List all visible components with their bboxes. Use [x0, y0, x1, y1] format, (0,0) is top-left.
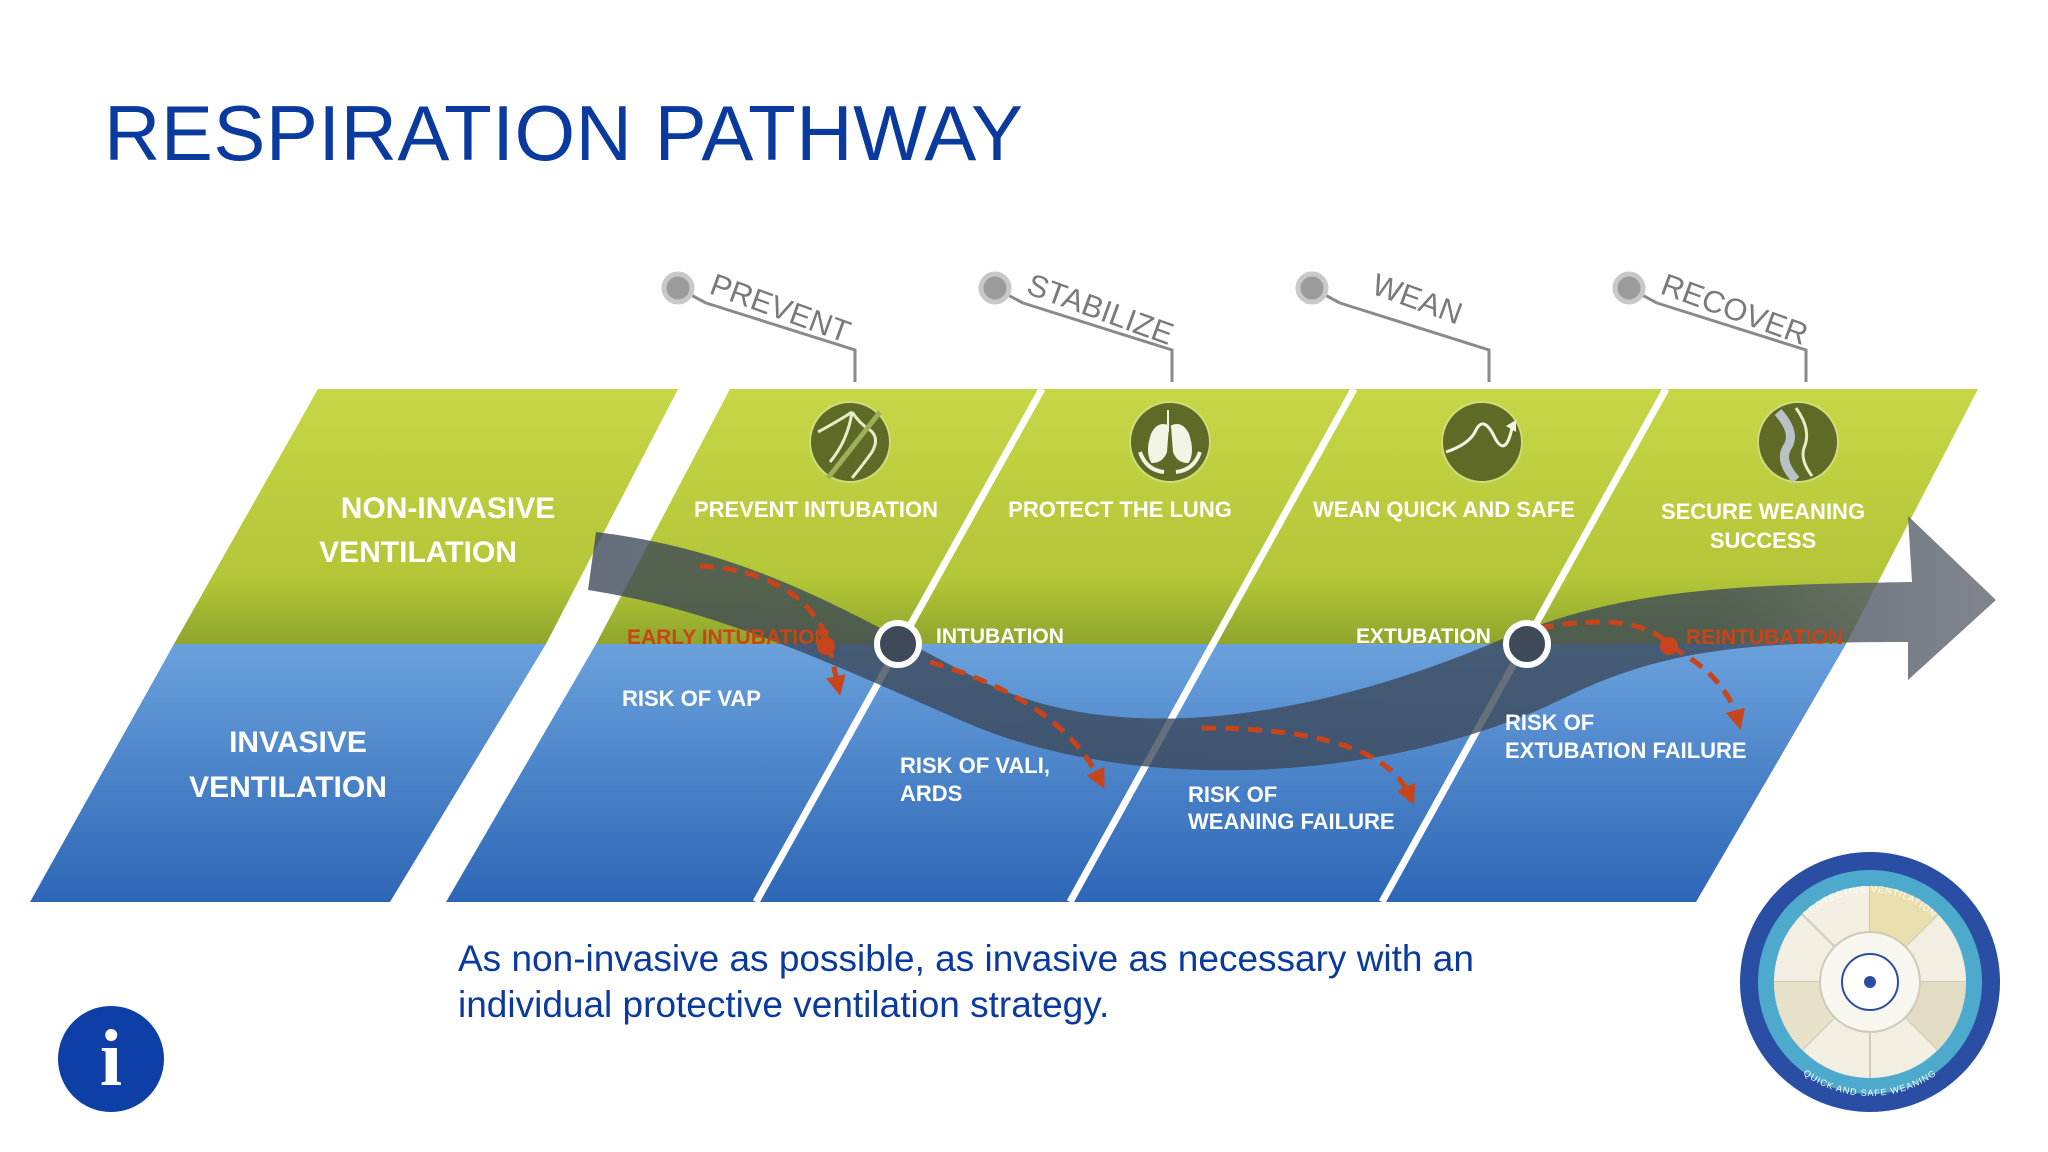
- lungs-hands-icon: [1129, 401, 1211, 483]
- phase-divider: [1066, 387, 1358, 904]
- risk-extubation-label-line1: RISK OF: [1505, 710, 1594, 735]
- caption-line2: individual protective ventilation strate…: [458, 984, 1110, 1025]
- risk-vali-label-line1: RISK OF VALI,: [900, 753, 1050, 778]
- phase-wean-marker: WEAN: [1295, 267, 1491, 382]
- path-split-icon: [809, 401, 891, 483]
- secure-path-icon: [1757, 401, 1839, 484]
- goal-label-wean-quick-and-safe: WEAN QUICK AND SAFE: [1313, 497, 1575, 522]
- risk-weaning-label-line2: WEANING FAILURE: [1188, 809, 1395, 834]
- non-invasive-label-line2: VENTILATION: [319, 536, 517, 569]
- strategy-wheel-thumbnail: PROTECTIVE VENTILATION QUICK AND SAFE WE…: [1740, 852, 2000, 1112]
- risk-arrow-early-intubation: [699, 563, 846, 696]
- intubation-label: INTUBATION: [936, 625, 1064, 648]
- reintubation-dot: [1660, 637, 1678, 655]
- phase-label-prevent: PREVENT: [706, 267, 856, 350]
- early-intubation-label: EARLY INTUBATION: [627, 626, 830, 649]
- phase-stabilize-marker: STABILIZE: [978, 267, 1178, 382]
- reintubation-label: REINTUBATION: [1686, 626, 1843, 649]
- page-title: RESPIRATION PATHWAY: [104, 89, 1024, 177]
- non-invasive-zone: [174, 389, 678, 644]
- extubation-label: EXTUBATION: [1356, 625, 1491, 648]
- early-intubation-dot: [817, 637, 835, 655]
- risk-arrow-weaning: [1201, 725, 1416, 806]
- invasive-label-line2: VENTILATION: [189, 771, 387, 804]
- goal-label-success: SUCCESS: [1710, 528, 1816, 553]
- info-button[interactable]: i: [58, 1006, 164, 1112]
- pathway-band: [588, 516, 1996, 771]
- non-invasive-label-line1: NON-INVASIVE: [341, 492, 555, 525]
- risk-extubation-label-line2: EXTUBATION FAILURE: [1505, 738, 1747, 763]
- extubation-marker: [1503, 620, 1551, 668]
- curved-arrow-icon: [1441, 401, 1523, 483]
- caption-line1: As non-invasive as possible, as invasive…: [458, 938, 1474, 979]
- invasive-phase-area: [446, 644, 1846, 902]
- risk-vali-label-line2: ARDS: [900, 781, 962, 806]
- goal-label-protect-the-lung: PROTECT THE LUNG: [1008, 497, 1232, 522]
- risk-arrow-reintubation: [1539, 619, 1746, 730]
- invasive-zone: [30, 644, 546, 902]
- info-icon: i: [99, 1015, 123, 1103]
- goal-label-secure-weaning: SECURE WEANING: [1661, 499, 1865, 524]
- phase-label-wean: WEAN: [1368, 267, 1467, 332]
- phase-prevent-marker: PREVENT: [661, 267, 857, 382]
- caption: As non-invasive as possible, as invasive…: [458, 936, 1578, 1028]
- risk-weaning-label-line1: RISK OF: [1188, 782, 1277, 807]
- goal-label-prevent-intubation: PREVENT INTUBATION: [694, 497, 938, 522]
- risk-vap-label: RISK OF VAP: [622, 686, 761, 711]
- phase-recover-marker: RECOVER: [1612, 267, 1813, 382]
- invasive-label-line1: INVASIVE: [229, 726, 367, 759]
- intubation-marker: [874, 620, 922, 668]
- risk-arrow-vali: [929, 659, 1105, 789]
